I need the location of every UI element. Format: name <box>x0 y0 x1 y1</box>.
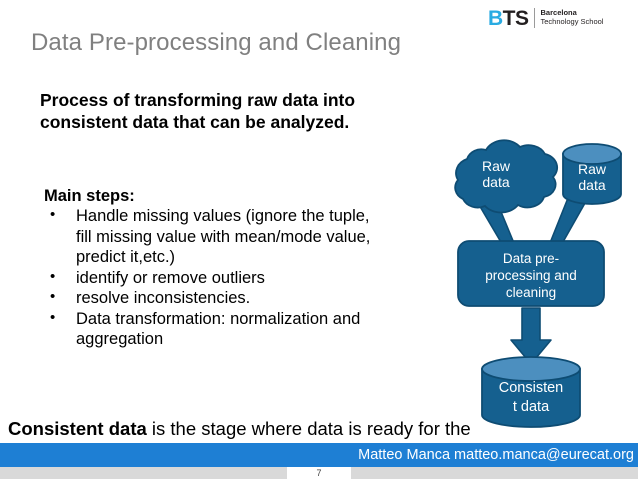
raw-data-cloud-label-line2: data <box>482 174 509 190</box>
intro-paragraph: Process of transforming raw data into co… <box>40 90 356 132</box>
page-number: 7 <box>287 467 351 479</box>
list-item-label: identify or remove outliers <box>76 268 265 287</box>
list-item-label: Handle missing values (ignore the tuple,… <box>76 207 371 267</box>
list-item: • Handle missing values (ignore the tuple… <box>44 206 384 267</box>
raw-data-database-cylinder <box>562 143 622 205</box>
main-steps-heading: Main steps: <box>44 187 135 205</box>
logo-letters-ts: TS <box>502 6 529 30</box>
logo-school-line2: Technology School <box>540 17 604 26</box>
list-item-label: resolve inconsistencies. <box>76 289 251 308</box>
list-item-label: Data transformation: normalization and a… <box>76 309 361 349</box>
preprocessing-label-line2: processing and <box>485 268 577 283</box>
consistent-data-label-line1: Consisten <box>499 380 563 396</box>
main-steps-block: Main steps: • Handle missing values (igno… <box>44 186 384 350</box>
list-item: • resolve inconsistencies. <box>44 288 384 308</box>
consistent-data-label-line2: t data <box>513 399 550 415</box>
preprocessing-label-line1: Data pre- <box>503 251 559 266</box>
bullet-icon: • <box>50 267 56 285</box>
closing-sentence: Consistent data is the stage where data … <box>8 418 628 440</box>
bullet-icon: • <box>50 308 56 326</box>
logo-divider <box>533 8 535 28</box>
list-item: • Data transformation: normalization and … <box>44 309 384 350</box>
bullet-icon: • <box>50 288 56 306</box>
preprocessing-label-line3: cleaning <box>506 285 556 300</box>
bullet-icon: • <box>50 206 56 224</box>
preprocessing-box <box>457 240 605 307</box>
main-steps-list: • Handle missing values (ignore the tuple… <box>44 206 384 349</box>
page-title: Data Pre-processing and Cleaning <box>31 29 402 56</box>
arrow-process-to-consistent <box>510 307 552 365</box>
closing-sentence-rest: is the stage where data is ready for the <box>146 418 471 439</box>
footer-bar: Matteo Manca matteo.manca@eurecat.org <box>0 443 638 467</box>
list-item: • identify or remove outliers <box>44 268 384 288</box>
consistent-data-database-cylinder <box>481 356 581 428</box>
data-pipeline-diagram: Raw data Raw data Data pre- <box>420 138 638 428</box>
raw-data-db-label-line2: data <box>578 177 605 193</box>
logo-school-line1: Barcelona <box>540 8 577 18</box>
raw-data-db-label-line1: Raw <box>578 161 607 177</box>
logo-school-name: Barcelona Technology School <box>541 9 604 26</box>
logo-wordmark: BTS <box>488 8 529 29</box>
logo-letter-b: B <box>488 6 503 30</box>
closing-sentence-strong: Consistent data <box>8 418 147 439</box>
raw-data-cloud-label-line1: Raw <box>482 158 511 174</box>
bts-logo: BTS Barcelona Technology School <box>488 5 632 31</box>
footer-credit: Matteo Manca matteo.manca@eurecat.org <box>358 447 634 463</box>
